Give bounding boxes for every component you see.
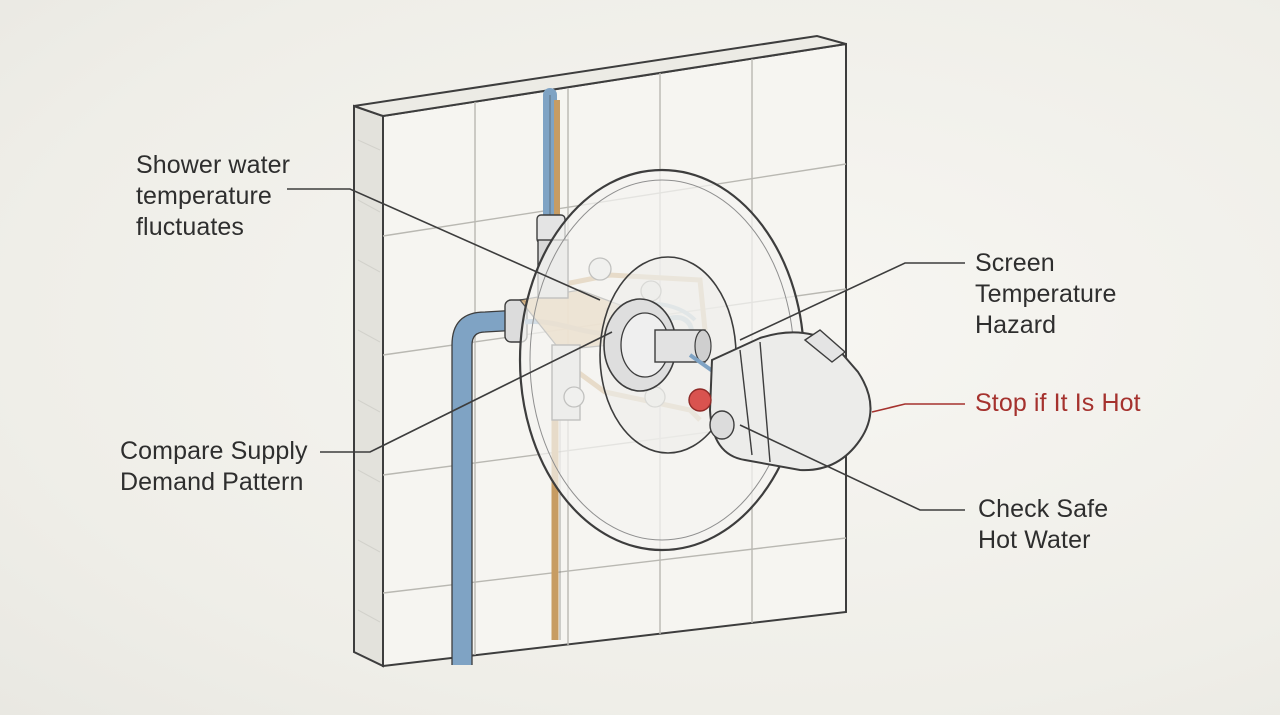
leader-line-check-safe [739, 424, 965, 511]
callout-line: Compare Supply [120, 437, 308, 465]
callout-line: Screen [975, 249, 1055, 277]
callout-line: Hazard [975, 311, 1057, 339]
callout-shower-temperature-fluctuates: Shower water temperature fluctuates [136, 150, 290, 243]
callout-line: Temperature [975, 280, 1117, 308]
leader-line-stop-hot [871, 403, 965, 413]
leader-line-shower-temp [287, 188, 601, 301]
leader-lines [287, 188, 965, 511]
callout-check-safe-hot-water: Check Safe Hot Water [978, 494, 1108, 556]
callout-line: Shower water [136, 151, 291, 179]
leader-line-screen-temp [739, 262, 965, 341]
thermostatic-handle [688, 329, 872, 472]
callout-stop-if-hot: Stop if It Is Hot [975, 388, 1141, 419]
callout-line: Hot Water [978, 526, 1091, 554]
callout-screen-temperature-hazard: Screen Temperature Hazard [975, 248, 1116, 341]
callout-line: Demand Pattern [120, 468, 304, 496]
callout-line: temperature [136, 182, 272, 210]
callout-compare-supply-demand: Compare Supply Demand Pattern [120, 436, 308, 498]
leader-line-compare-supply [320, 331, 613, 453]
callout-line: Check Safe [978, 495, 1109, 523]
valve-cartridge [603, 298, 716, 392]
callout-line: Stop if It Is Hot [975, 389, 1141, 417]
callout-line: fluctuates [136, 213, 245, 241]
hot-indicator-dot [688, 388, 712, 412]
